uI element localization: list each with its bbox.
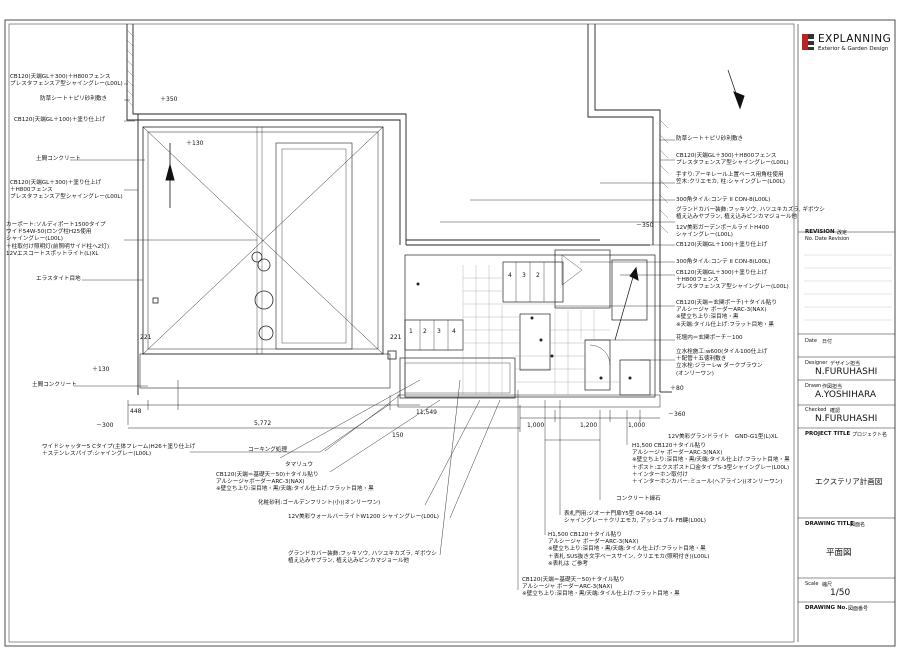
note-right-4: 300角タイル:コンテ II CON-8(L00L)	[676, 197, 771, 203]
note-left-6: カーポート:ソルディポート1500タイプ ワイド54W-50(ロング柱H25使用…	[6, 222, 110, 257]
scale-label: Scale	[805, 581, 819, 587]
note-bottom-6: グランドカバー装飾:フッキソウ, ハツユキカズラ, ギボウシ 植え込みヤブラン,…	[288, 551, 437, 565]
note-left-4: 土間コンクリート	[36, 156, 81, 162]
dim-minus300: －300	[96, 422, 114, 429]
revision-columns: No. Date Revision	[805, 236, 850, 242]
note-right-11: 花壇内＝玄関ポーチ－100	[676, 335, 743, 341]
logo-mark-icon	[802, 34, 814, 50]
drawing-title-jp: 図面名	[850, 522, 866, 528]
note-bottom-2: タマリュウ	[285, 462, 313, 468]
dim-221-right: 221	[390, 334, 402, 341]
dim-150: 150	[392, 432, 404, 439]
designer-jp: デザイン担当	[830, 361, 861, 367]
scale-value: 1/50	[830, 588, 851, 598]
brand-name: EXPLANNING	[818, 33, 892, 45]
drawn-label: Drawn	[805, 383, 822, 389]
checked-name: N.FURUHASHI	[815, 414, 878, 424]
designer-label: Designer	[805, 360, 828, 366]
drawn-name: A.YOSHIHARA	[815, 390, 877, 400]
note-left-3: CB120(天端GL＋100)＋塗り仕上げ	[14, 117, 106, 123]
note-bottom-1: コーキング処理	[248, 447, 287, 453]
revision-jp: 改定	[837, 230, 848, 236]
dim-1200: 1,200	[580, 422, 598, 429]
note-bottom-7: 12V美彩グランドライト GND-G1型(L)XL	[668, 434, 778, 440]
step-number: 4	[452, 328, 456, 335]
note-left-1: CB120(天端GL＋300)＋H800フェンス プレスタフェンスア型シャイング…	[10, 74, 123, 88]
date-label: Date	[805, 338, 817, 344]
drawn-jp: 作図担当	[822, 384, 843, 390]
note-right-3: 手すり:アーキレール上置ベース用角柱使用 笠木:クリエモカ, 柱:シャイングレー…	[676, 172, 785, 186]
dim-plus350: ＋350	[160, 96, 178, 103]
drawing-title: 平面図	[826, 548, 852, 558]
dim-221-left: 221	[140, 334, 152, 341]
note-bottom-10: 表札門用:ジオーナ門扉Y5型 04-08-14 シャイングレー＋クリエモカ, ア…	[564, 511, 706, 525]
note-left-2: 防草シート＋ピリ砂利敷き	[40, 96, 108, 102]
project-title-label: PROJECT TITLE	[805, 431, 851, 437]
note-right-6: 12V美彩ガーデンポールライトH400 シャイングレー(L00L)	[676, 225, 769, 239]
dim-plus80: ＋80	[670, 385, 684, 392]
note-left-9: ワイドシャッター5 Cタイプ(主体フレーム)H26＋塗り仕上げ ＋ステンレスパイ…	[42, 444, 196, 458]
step-number: 3	[437, 328, 441, 335]
dim-minus350: －350	[636, 222, 654, 229]
dim-448: 448	[130, 408, 142, 415]
note-right-5: グランドカバー装飾:フッキソウ, ハツユキカズラ, ギボウシ 植え込みヤブラン,…	[676, 207, 825, 221]
designer-name: N.FURUHASHI	[815, 367, 878, 377]
brand-subtitle: Exterior & Garden Design	[818, 46, 889, 52]
note-bottom-5: 12V美彩ウォールバーライトW1200 シャイングレー(L00L)	[288, 514, 439, 520]
step-number: 2	[536, 272, 540, 279]
note-right-2: CB120(天端GL＋300)＋H800フェンス プレスタフェンスア型シャイング…	[676, 153, 789, 167]
dim-plus130-bottom: ＋130	[92, 366, 110, 373]
step-number: 4	[508, 272, 512, 279]
project-title-jp: プロジェクト名	[852, 432, 888, 438]
note-left-5: CB120(天端GL＋300)＋塗り仕上げ ＋H800フェンス プレスタフェンス…	[10, 180, 123, 201]
note-right-8: 300角タイル:コンテ II CON-8(L00L)	[676, 259, 771, 265]
note-right-7: CB120(天端GL＋100)＋塗り仕上げ	[676, 242, 768, 248]
note-left-8: 土間コンクリート	[32, 382, 77, 388]
note-right-9: CB120(天端GL＋300)＋塗り仕上げ ＋H800フェンス プレスタフェンス…	[676, 270, 789, 291]
step-number: 2	[423, 328, 427, 335]
dim-11549: 11,549	[416, 409, 437, 416]
note-bottom-3: CB120(天端＝基礎天－50)＋タイル貼り アルシージャボーダーARC-3(N…	[216, 472, 374, 493]
note-right-1: 防草シート＋ピリ砂利敷き	[676, 136, 744, 142]
note-bottom-9: コンクリート縁石	[616, 496, 661, 502]
note-bottom-12: CB120(天端＝基礎天－50)＋タイル貼り アルシージャ ボーダーARC-3(…	[522, 577, 680, 598]
project-title: エクステリア計画図	[815, 477, 883, 486]
step-number: 1	[409, 328, 413, 335]
dim-minus360: －360	[668, 411, 686, 418]
revision-label: REVISION	[805, 229, 835, 235]
checked-jp: 確認	[830, 408, 841, 414]
drawing-number-label: DRAWING No.	[805, 605, 848, 611]
dim-plus130-top: ＋130	[186, 140, 204, 147]
note-bottom-4: 化粧砂利:ゴールデンフリント(小)(オンリーワン)	[258, 500, 381, 506]
step-number: 3	[522, 272, 526, 279]
note-right-10: CB120(天端＝玄関ポーチ)＋タイル貼り アルシージャ ボーダーARC-3(N…	[676, 300, 778, 328]
note-right-12: 立水栓施工:w600(タイル100仕上げ ＋配管＋五徳利敷き 立水栓:ジラーレw…	[676, 349, 768, 377]
note-bottom-11: H1,500 CB120＋タイル貼り アルシージャ ボーダーARC-3(NAX)…	[548, 532, 710, 567]
drawing-title-label: DRAWING TITLE	[805, 521, 854, 527]
dim-1000-left: 1,000	[527, 422, 545, 429]
dim-5772: 5,772	[254, 420, 272, 427]
note-bottom-8: H1,500 CB120＋タイル貼り アルシージャ ボーダーARC-3(NAX)…	[632, 443, 790, 486]
date-jp: 日付	[822, 339, 833, 345]
note-left-7: エラスタイト目地	[36, 276, 81, 282]
drawing-number-jp: 図面番号	[848, 606, 869, 612]
checked-label: Checked	[805, 407, 827, 413]
dim-1000-right: 1,000	[628, 422, 646, 429]
scale-jp: 縮尺	[822, 582, 833, 588]
